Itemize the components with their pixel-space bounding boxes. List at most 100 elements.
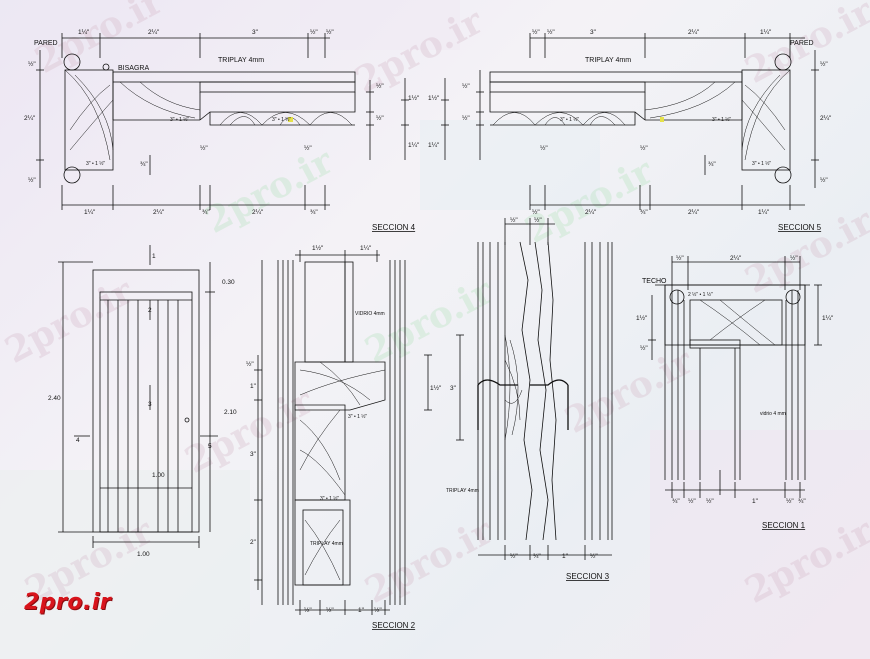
svg-text:3" • 1 ½": 3" • 1 ½" — [320, 495, 339, 502]
svg-text:¾": ¾" — [708, 161, 716, 168]
svg-text:3": 3" — [590, 29, 597, 36]
svg-text:¾": ¾" — [640, 209, 648, 216]
svg-text:2": 2" — [250, 539, 257, 546]
svg-text:3": 3" — [450, 385, 457, 392]
svg-text:1¼": 1¼" — [408, 142, 420, 149]
svg-text:1.00: 1.00 — [152, 472, 165, 479]
pared-label: PARED — [34, 40, 58, 47]
section-2 — [254, 250, 432, 615]
svg-text:3" • 1 ½": 3" • 1 ½" — [170, 116, 189, 123]
svg-text:1½": 1½" — [312, 244, 324, 252]
svg-text:1½": 1½" — [430, 384, 442, 392]
svg-text:2¼": 2¼" — [730, 255, 742, 262]
svg-text:½": ½" — [640, 344, 648, 352]
svg-text:1¼": 1¼" — [78, 29, 90, 36]
svg-text:1¼": 1¼" — [428, 142, 440, 149]
svg-text:1¼": 1¼" — [758, 209, 770, 216]
svg-text:2 ½" • 1 ½": 2 ½" • 1 ½" — [688, 291, 713, 298]
logo: 2pro.ir — [24, 590, 112, 615]
bg-tile — [300, 0, 460, 50]
svg-text:1.00: 1.00 — [137, 551, 150, 558]
svg-text:3": 3" — [250, 451, 257, 458]
section-3-labels: TRIPLAY 4mm ½" ½" 3" ½" ¾" 1" ½" SECCION… — [446, 216, 610, 581]
svg-text:½": ½" — [640, 144, 648, 152]
svg-text:3" • 1 ½": 3" • 1 ½" — [752, 160, 771, 167]
vidrio-label: vidrio 4 mm — [760, 411, 786, 417]
svg-text:½": ½" — [310, 28, 318, 36]
svg-text:½": ½" — [676, 254, 684, 262]
bg-tile — [420, 120, 600, 210]
svg-text:2¼": 2¼" — [148, 29, 160, 36]
svg-text:1¼": 1¼" — [822, 315, 834, 322]
svg-text:½": ½" — [326, 28, 334, 36]
svg-text:½": ½" — [534, 216, 542, 224]
svg-text:½": ½" — [510, 552, 518, 560]
svg-text:1": 1" — [250, 383, 257, 390]
section-1 — [648, 256, 822, 498]
svg-text:½": ½" — [820, 176, 828, 184]
svg-text:3" • 1 ½": 3" • 1 ½" — [86, 160, 105, 167]
svg-text:½": ½" — [28, 176, 36, 184]
svg-text:¾": ¾" — [533, 553, 541, 560]
svg-text:½": ½" — [510, 216, 518, 224]
section-3 — [456, 218, 613, 560]
svg-text:2¼": 2¼" — [688, 29, 700, 36]
svg-text:1¼": 1¼" — [360, 245, 372, 252]
svg-text:2¼": 2¼" — [820, 115, 832, 122]
svg-text:0.30: 0.30 — [222, 279, 235, 286]
svg-text:2¼": 2¼" — [688, 209, 700, 216]
svg-text:½": ½" — [786, 497, 794, 505]
svg-text:½": ½" — [532, 28, 540, 36]
svg-text:1": 1" — [752, 498, 759, 505]
triplay-label: TRIPLAY 4mm — [446, 488, 479, 494]
svg-text:2¼": 2¼" — [153, 209, 165, 216]
svg-text:½": ½" — [462, 114, 470, 122]
section-1-labels: TECHO vidrio 4 mm ½" 2¼" ½" 1½" ½" 1¼" 2… — [636, 254, 834, 530]
svg-text:½": ½" — [326, 606, 334, 614]
svg-text:¾": ¾" — [202, 209, 210, 216]
triplay-label: TRIPLAY 4mm — [585, 57, 631, 64]
svg-text:¾": ¾" — [672, 498, 680, 505]
svg-text:2.10: 2.10 — [224, 409, 237, 416]
svg-text:2¼": 2¼" — [252, 209, 264, 216]
bg-tile — [650, 430, 870, 659]
svg-text:2: 2 — [148, 307, 152, 314]
bg-tile — [0, 470, 250, 659]
section-5-labels: PARED TRIPLAY 4mm ½" ½" 3" 2¼" 1¼" ½" 2¼… — [428, 28, 832, 232]
section-5 — [441, 33, 819, 210]
svg-text:¾": ¾" — [140, 161, 148, 168]
svg-text:¾": ¾" — [798, 498, 806, 505]
svg-text:¾": ¾" — [310, 209, 318, 216]
svg-text:2¼": 2¼" — [24, 115, 36, 122]
door-elevation — [58, 245, 218, 548]
pared-label: PARED — [790, 40, 814, 47]
section-4-title: SECCION 4 — [372, 223, 416, 232]
section-2-title: SECCION 2 — [372, 621, 416, 630]
svg-text:1": 1" — [562, 553, 569, 560]
svg-text:3" • 1 ½": 3" • 1 ½" — [272, 116, 291, 123]
svg-text:2.40: 2.40 — [48, 395, 61, 402]
svg-text:4: 4 — [76, 437, 80, 444]
svg-text:1: 1 — [152, 253, 156, 260]
svg-text:2¼": 2¼" — [585, 209, 597, 216]
section-4-labels: PARED BISAGRA TRIPLAY 4mm 1¼" 2¼" 3" ½" … — [24, 28, 420, 232]
svg-text:1½": 1½" — [408, 94, 420, 102]
svg-text:1": 1" — [358, 607, 365, 614]
triplay-label: TRIPLAY 4mm — [218, 57, 264, 64]
svg-text:½": ½" — [532, 208, 540, 216]
section-2-labels: VIDRIO 4mm TRIPLAY 4mm 1½" 1¼" ½" 1" 3" … — [246, 244, 442, 630]
svg-text:½": ½" — [790, 254, 798, 262]
svg-text:½": ½" — [246, 360, 254, 368]
elevation-labels: 1 2 3 4 5 2.40 0.30 2.10 1.00 1.00 — [48, 253, 237, 558]
svg-text:½": ½" — [820, 60, 828, 68]
svg-text:½": ½" — [688, 497, 696, 505]
vidrio-label: VIDRIO 4mm — [355, 311, 385, 317]
svg-text:½": ½" — [706, 497, 714, 505]
svg-text:½": ½" — [374, 606, 382, 614]
svg-text:3": 3" — [252, 29, 259, 36]
svg-text:3" • 1 ½": 3" • 1 ½" — [712, 116, 731, 123]
svg-text:3" • 1 ½": 3" • 1 ½" — [560, 116, 579, 123]
svg-text:1½": 1½" — [428, 94, 440, 102]
svg-text:½": ½" — [376, 82, 384, 90]
